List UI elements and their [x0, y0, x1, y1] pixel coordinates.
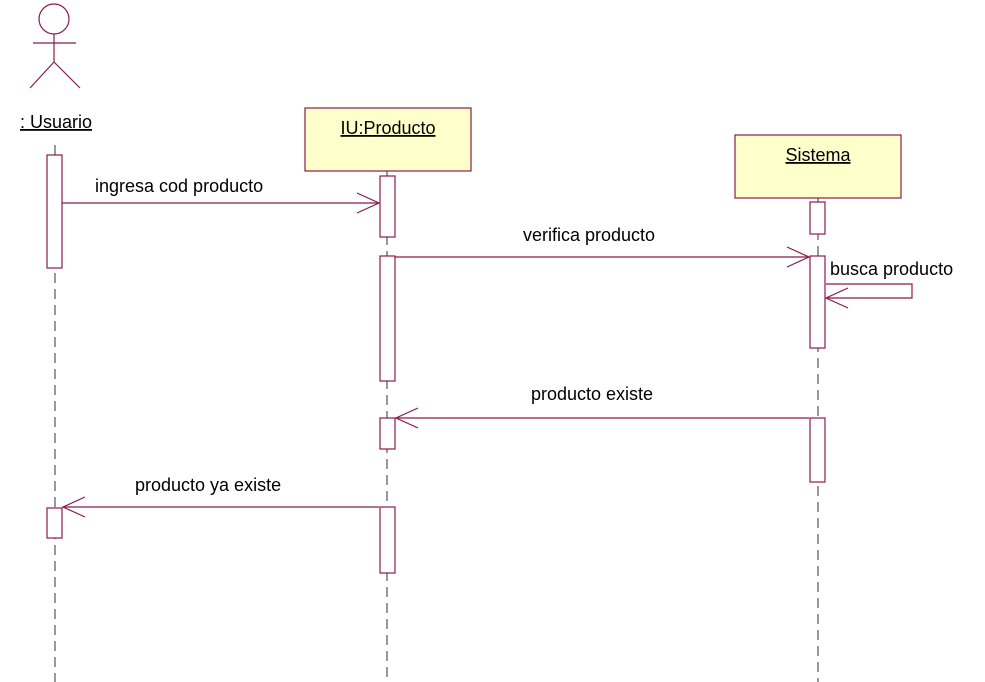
arrowhead-icon: [786, 246, 811, 268]
actor-stick-figure-icon: [29, 3, 81, 89]
activation-iu-1: [379, 175, 396, 238]
participant-label-sistema: Sistema: [785, 145, 851, 165]
participant-iu-producto: IU:Producto: [304, 107, 472, 172]
activation-usuario-2: [46, 507, 63, 539]
activation-sistema-1: [809, 201, 826, 235]
message-label: ingresa cod producto: [95, 176, 263, 196]
activation-iu-4: [379, 506, 396, 574]
activation-iu-2: [379, 255, 396, 382]
message-busca-producto: busca producto: [824, 259, 953, 309]
message-label: producto existe: [531, 384, 653, 404]
actor-usuario: : Usuario: [20, 3, 92, 132]
object-box-sistema: [734, 134, 902, 199]
arrowhead-icon: [824, 287, 849, 309]
message-verifica-producto: verifica producto: [395, 225, 811, 268]
message-producto-existe: producto existe: [394, 384, 809, 429]
participant-label-iu: IU:Producto: [340, 118, 435, 138]
participant-label-usuario: : Usuario: [20, 112, 92, 132]
arrowhead-icon: [61, 496, 86, 518]
message-producto-ya-existe: producto ya existe: [61, 475, 379, 518]
arrowhead-icon: [394, 407, 419, 429]
participant-sistema: Sistema: [734, 134, 902, 199]
activation-iu-3: [379, 417, 396, 450]
object-box-iu: [304, 107, 472, 172]
arrowhead-icon: [356, 192, 381, 214]
activation-sistema-3: [809, 417, 826, 483]
activation-sistema-2: [809, 255, 826, 349]
activation-usuario-1: [46, 154, 63, 269]
message-ingresa-cod-producto: ingresa cod producto: [62, 176, 381, 214]
message-label: verifica producto: [523, 225, 655, 245]
message-label: busca producto: [830, 259, 953, 279]
message-label: producto ya existe: [135, 475, 281, 495]
